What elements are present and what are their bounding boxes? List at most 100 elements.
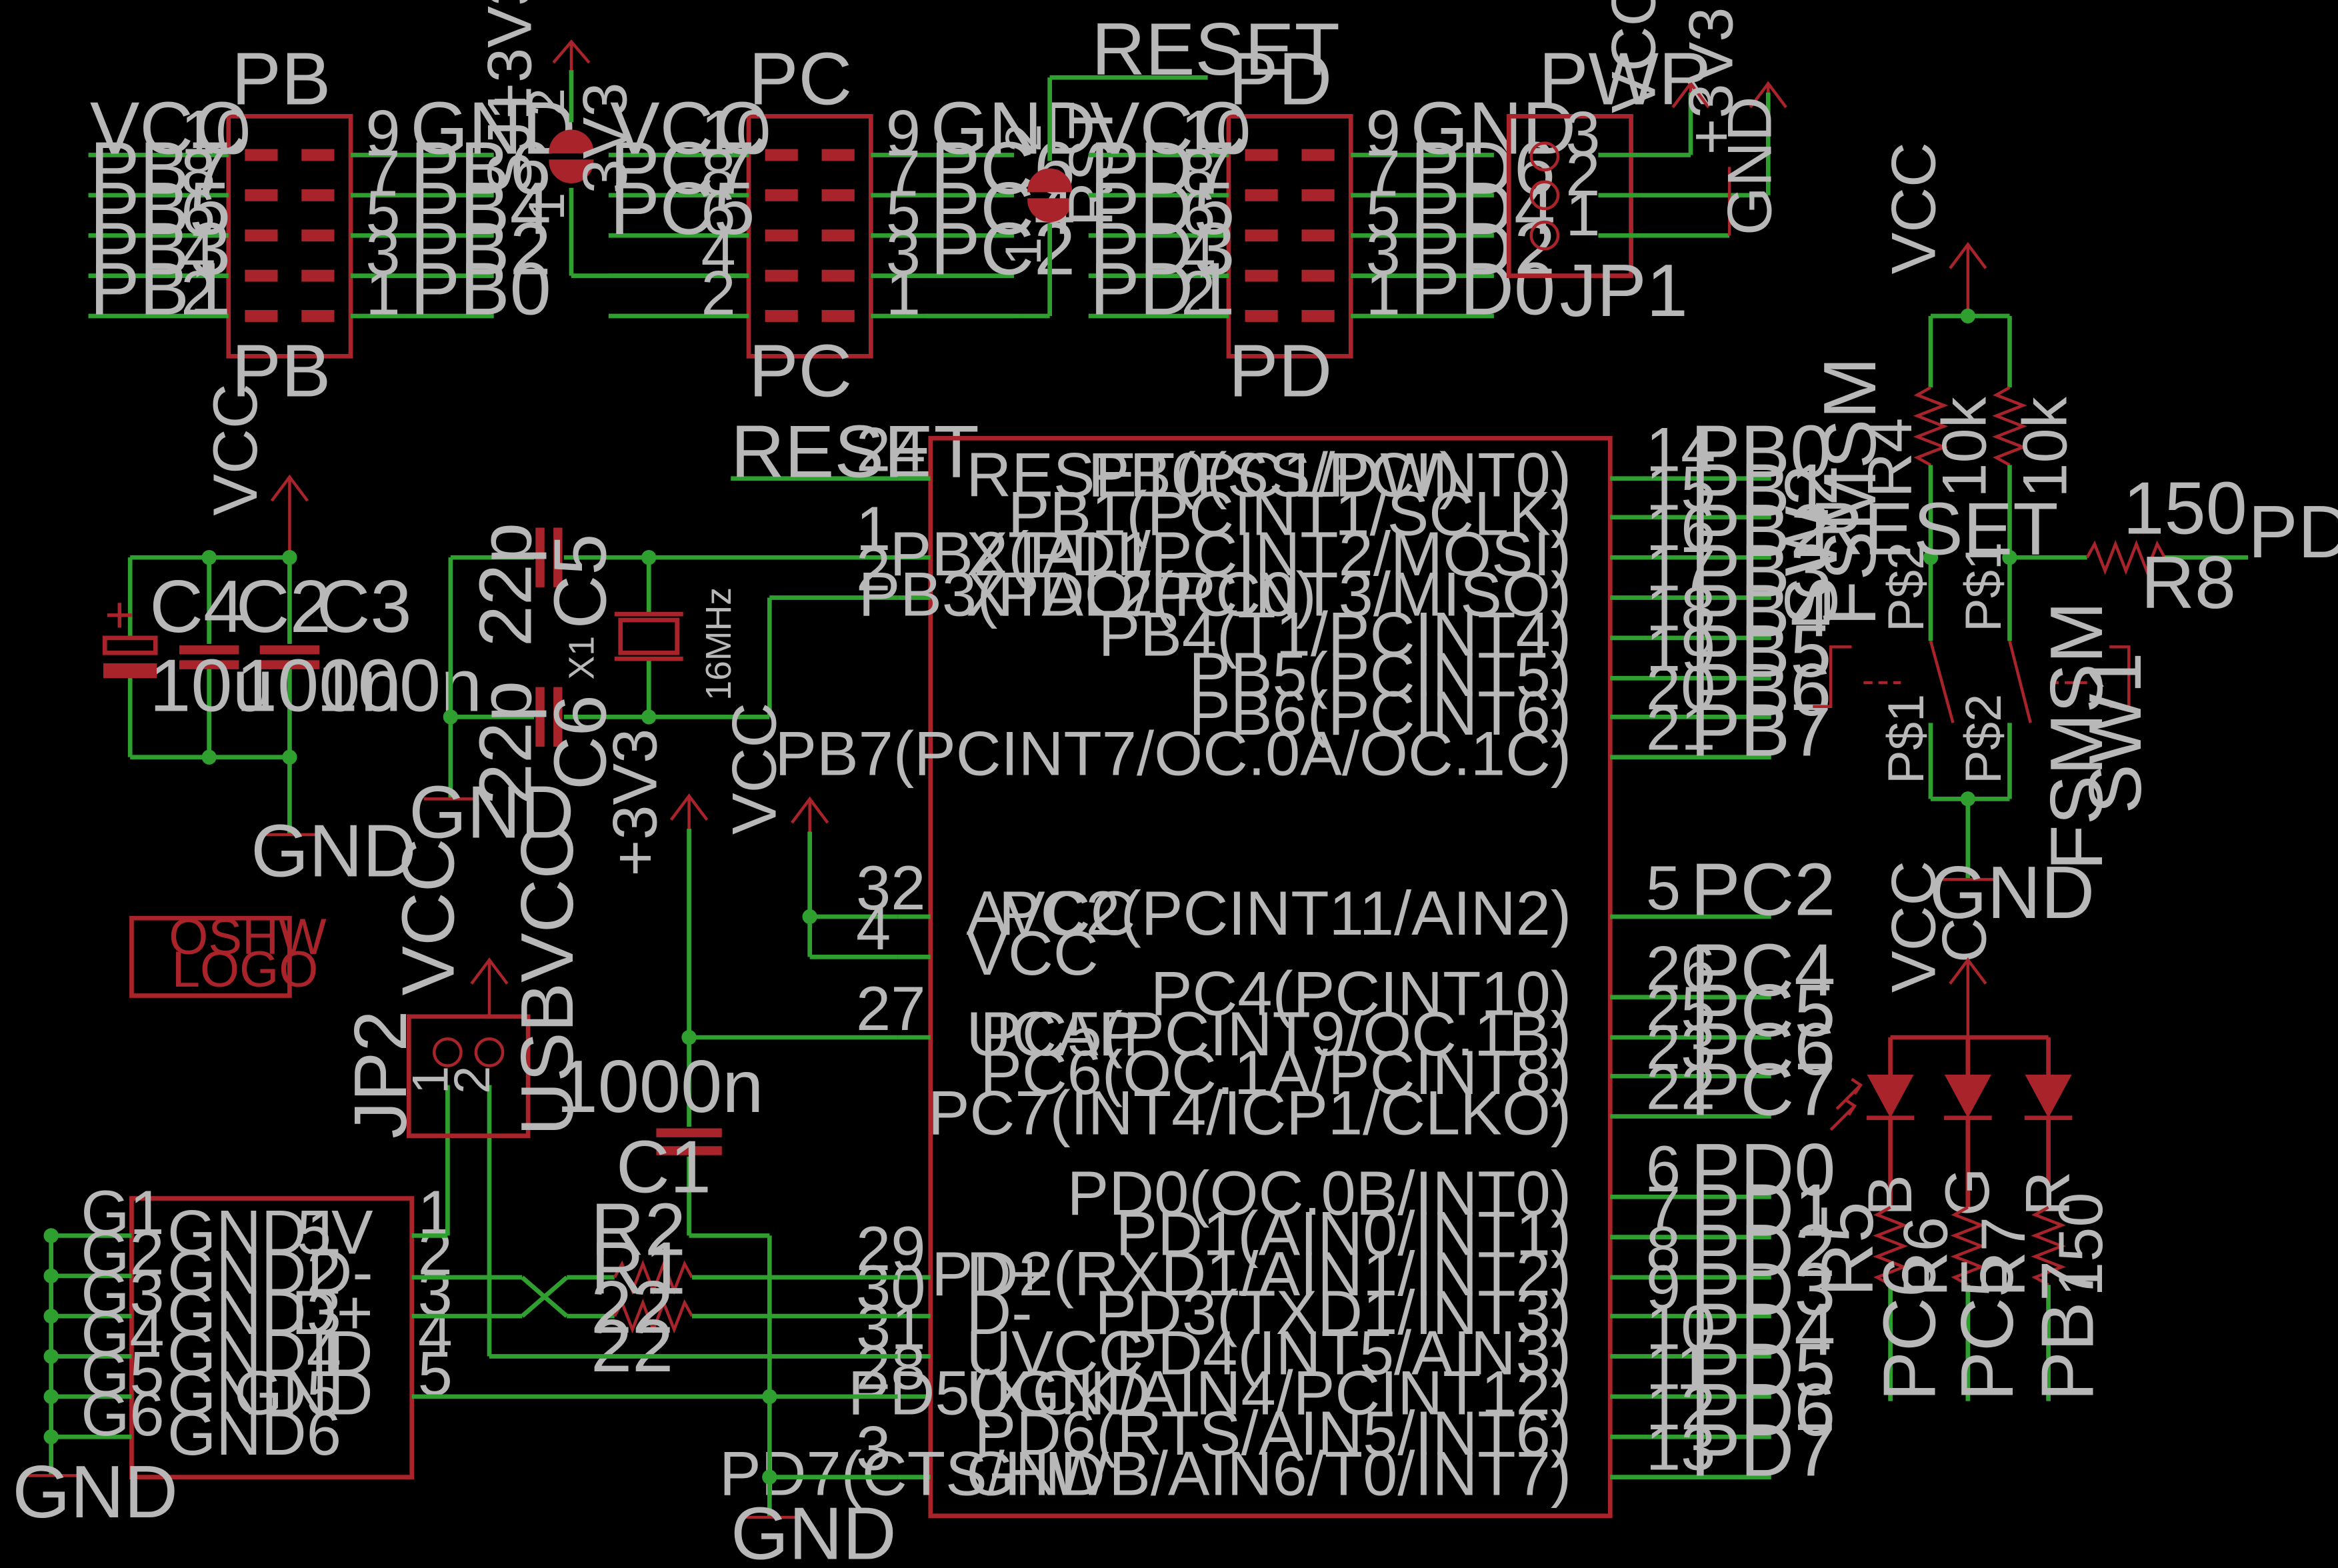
pwr-3v3-label: +3V3 — [1676, 7, 1746, 155]
sw1-type: FSMSM — [2035, 601, 2118, 871]
pd-header-right-net-4: PD0 — [1411, 247, 1555, 331]
led-pb7-label: PB7 — [2026, 1260, 2109, 1401]
pb-header-left-net-4: PB1 — [90, 247, 231, 331]
mcu-pin-num-23: 23 — [1646, 1012, 1715, 1082]
jp2-usbvcc-label: USBVCC — [505, 825, 589, 1136]
mcu-pin-21: PB7(PCINT7/OC.0A/OC.1C) — [775, 719, 1571, 789]
mcu-pin-30: D- — [966, 1277, 1032, 1347]
r8-pd7-label: PD7 — [2248, 490, 2338, 573]
pb-header-left-pin-2: 2 — [181, 258, 215, 328]
pb-header-left-pin-4: 4 — [181, 217, 215, 287]
mcu-pin-num-3: 3 — [856, 1413, 891, 1483]
mcu-pin-num-15: 15 — [1646, 453, 1715, 523]
usb-signal-4: GND — [234, 1358, 373, 1428]
usb-inner-gnd6: GND6 — [167, 1398, 341, 1468]
pb-header-right-pin-9: 9 — [365, 97, 400, 167]
mcu-pin-20: PB6(PCINT6) — [1189, 678, 1571, 748]
pd-header-footer: PD — [1229, 329, 1332, 413]
c1-label: C1 — [616, 1125, 711, 1209]
usb-inner-gnd5: GND5 — [167, 1358, 341, 1428]
mcu-net-pb4: PB4 — [1691, 569, 1831, 653]
reset-net: RESET — [731, 409, 979, 493]
mcu-net-pd0: PD0 — [1691, 1128, 1835, 1211]
decap-vcc-label: VCC — [200, 383, 270, 515]
r6-label: R6 — [1891, 1217, 1961, 1297]
sj1-value: 3V3 — [570, 83, 640, 194]
c5-value: 22p — [464, 523, 547, 647]
led-r-value: 150 — [2045, 1192, 2115, 1297]
r1-label: R1 — [591, 1227, 686, 1310]
pwr-label: PWR — [1539, 37, 1713, 121]
pc-header-left-pin-10: 10 — [701, 97, 770, 167]
led-common-label: C — [1929, 917, 1999, 963]
sj1-jumper: +3V3 SJ1 3V3 2 1 — [475, 0, 749, 278]
mcu-pin-11: PD5(XCK/AIN4/PCINT12) — [848, 1358, 1571, 1428]
usb-inner-gnd4: GND4 — [167, 1317, 341, 1387]
pd-header-right-pin-3: 3 — [1366, 217, 1401, 287]
r5-label: R5 — [1805, 1201, 1889, 1297]
mcu-net-pd5: PD5 — [1691, 1328, 1835, 1411]
pc-header-left-pin-6: 6 — [701, 177, 735, 247]
usb-outer-g1: G1 — [81, 1177, 164, 1247]
pb-header-left-net-2: PB5 — [90, 167, 231, 250]
jp2-connector: 1 2 JP2 VCC USBVCC — [339, 825, 589, 1139]
mcu-pin-num-14: 14 — [1646, 414, 1715, 484]
pd-header-left-net-0: VCC — [1090, 86, 1247, 169]
jp2-label: JP2 — [339, 1011, 422, 1139]
r8-label: R8 — [2141, 541, 2236, 624]
mcu-net-pb0: PB0 — [1691, 409, 1831, 493]
pb-header-right-net-4: PB0 — [411, 247, 551, 331]
mcu-net-pc2: PC2 — [1691, 848, 1835, 931]
pc-header-left-net-0: VCC — [610, 86, 767, 169]
c4-polarity: + — [105, 587, 134, 643]
mcu-pin-num-31: 31 — [856, 1292, 925, 1362]
mcu-pin-num-22: 22 — [1646, 1052, 1715, 1122]
buttons: VCC R4 10k 10k RESET 150 R8 PD7 GND — [1769, 142, 2338, 934]
mcu-pin-num-2: 2 — [856, 533, 891, 603]
sw1-pin-1: P$1 — [1955, 542, 2012, 632]
pb-header-left-net-3: PB3 — [90, 207, 231, 290]
mcu-pin-27: UCAP — [966, 999, 1140, 1069]
c2-value: 100n — [236, 643, 402, 727]
pc-header-right-pin-9: 9 — [886, 97, 921, 167]
c6-label: C6 — [538, 695, 621, 790]
mcu-pin-24: RESET(PC1/DW) — [966, 440, 1460, 510]
pb-header-right-pin-5: 5 — [365, 177, 400, 247]
rst-jumper-label: RST — [1056, 101, 1126, 227]
sw2-type: FSMSM — [1808, 357, 1891, 626]
mcu-pin-num-4: 4 — [856, 893, 891, 963]
c2-label: C2 — [236, 565, 331, 648]
pc-header-left-pin-2: 2 — [701, 258, 735, 328]
pc-header-right-pin-5: 5 — [886, 177, 921, 247]
mcu-pin-16: PB2(PDI/PCINT2/MOSI) — [890, 519, 1572, 589]
r1-value: 22 — [591, 1265, 673, 1349]
pd-header-left-net-2: PD5 — [1090, 167, 1235, 250]
mcu-pin-num-13: 13 — [1646, 1413, 1715, 1483]
mcu-pin-13: PD7(CTS/HWB/AIN6/T0/INT7) — [719, 1438, 1571, 1508]
pc-header-left-pin-8: 8 — [701, 137, 735, 207]
mcu-pin-num-5: 5 — [1646, 853, 1681, 923]
x1-label: X1 — [562, 636, 602, 680]
mcu-pin-23: PC6(OC.1A/PCINT8) — [980, 1037, 1571, 1107]
pd-header-left-pin-8: 8 — [1181, 137, 1215, 207]
pb-header-left-pin-10: 10 — [181, 97, 250, 167]
mcu-pin-num-24: 24 — [856, 414, 925, 484]
mcu-pin-num-25: 25 — [1646, 973, 1715, 1043]
mcu-pin-1: XTAL1 — [966, 519, 1153, 589]
crystal-circuit: 22p C5 22p C6 X1 16MHz GND — [409, 523, 898, 853]
c6-value: 22p — [464, 681, 547, 805]
mcu-pin-25: PC5(PCINT9/OC.1B) — [980, 999, 1571, 1069]
mcu-net-pb7: PB7 — [1691, 689, 1831, 772]
mcu-net-pd4: PD4 — [1691, 1287, 1835, 1371]
oshw-logo: OSHW LOGO — [129, 909, 327, 998]
usb-outer-g5: G5 — [81, 1339, 164, 1409]
mcu-gnd-label: GND — [731, 1492, 896, 1568]
crystal-gnd-label: GND — [409, 770, 574, 853]
r8-value: 150 — [2123, 466, 2247, 549]
pc-header-left-pin-4: 4 — [701, 217, 735, 287]
jp2-vcc-label: VCC — [386, 838, 469, 995]
pb-header-left-pin-8: 8 — [181, 137, 215, 207]
pd-header-left-net-3: PD3 — [1090, 207, 1235, 290]
usb-outer-g4: G4 — [81, 1298, 164, 1368]
